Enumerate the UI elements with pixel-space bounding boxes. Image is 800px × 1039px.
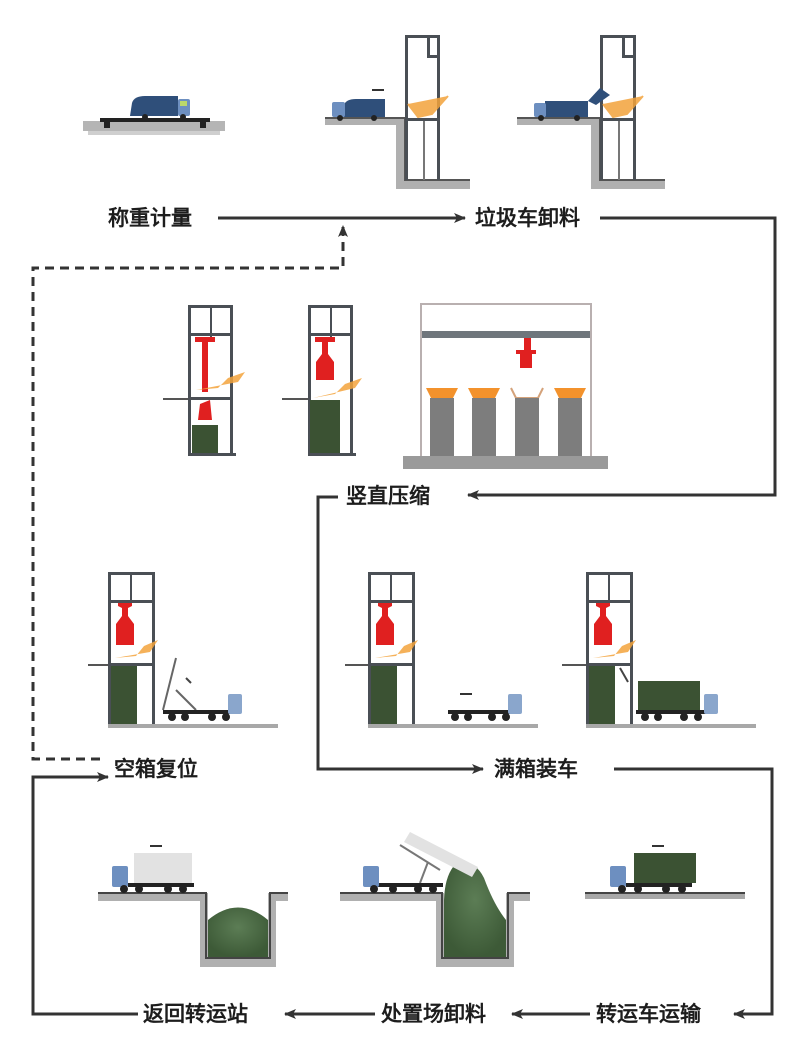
return-scene bbox=[98, 845, 288, 967]
flow-arrows bbox=[31, 213, 777, 1019]
empty-box-reset-scene bbox=[88, 572, 278, 728]
empty-truck-icon bbox=[112, 845, 194, 893]
arrow-return-to-reset bbox=[31, 772, 138, 1016]
hook-lift-truck-icon bbox=[448, 694, 522, 721]
transport-scene bbox=[585, 845, 745, 899]
arrow-load-to-transport bbox=[614, 767, 774, 1019]
weighbridge-scene bbox=[83, 96, 225, 135]
arrow-unload-to-compress bbox=[467, 216, 777, 500]
container-truck-icon bbox=[610, 845, 696, 893]
unloading-bay-scene-1 bbox=[325, 35, 470, 189]
full-box-load-scene-2 bbox=[562, 572, 756, 728]
step-label-full-box-load: 满箱装车 bbox=[494, 757, 578, 781]
container-truck-icon bbox=[636, 681, 718, 721]
compactor-scene-1 bbox=[163, 305, 245, 456]
container-bin-3 bbox=[510, 387, 544, 456]
compactor-scene-2 bbox=[282, 305, 362, 456]
container-bin-4 bbox=[554, 388, 586, 456]
step-label-vertical-compress: 竖直压缩 bbox=[346, 484, 430, 508]
step-label-transport: 转运车运输 bbox=[596, 1002, 701, 1026]
step-label-truck-unload: 垃圾车卸料 bbox=[475, 206, 580, 230]
full-box-load-scene-1 bbox=[345, 572, 538, 728]
garbage-truck-dumping-icon bbox=[534, 88, 610, 121]
garbage-truck-icon bbox=[130, 96, 190, 120]
step-label-disposal-unload: 处置场卸料 bbox=[381, 1002, 486, 1026]
step-label-empty-box-reset: 空箱复位 bbox=[114, 757, 198, 781]
hook-lift-truck-icon bbox=[162, 657, 242, 721]
container-bin-2 bbox=[468, 388, 500, 456]
disposal-unload-scene bbox=[340, 832, 530, 967]
container-bin-1 bbox=[426, 388, 458, 456]
step-label-return-station: 返回转运站 bbox=[143, 1002, 248, 1026]
step-label-weigh: 称重计量 bbox=[108, 206, 192, 230]
unloading-bay-scene-2 bbox=[517, 35, 665, 189]
compactor-hall-scene bbox=[403, 303, 608, 469]
garbage-truck-icon bbox=[332, 99, 385, 121]
arrow-reset-to-weigh-dashed bbox=[31, 225, 348, 761]
arrow-compress-to-load bbox=[316, 495, 484, 774]
dump-truck-icon bbox=[363, 832, 478, 893]
